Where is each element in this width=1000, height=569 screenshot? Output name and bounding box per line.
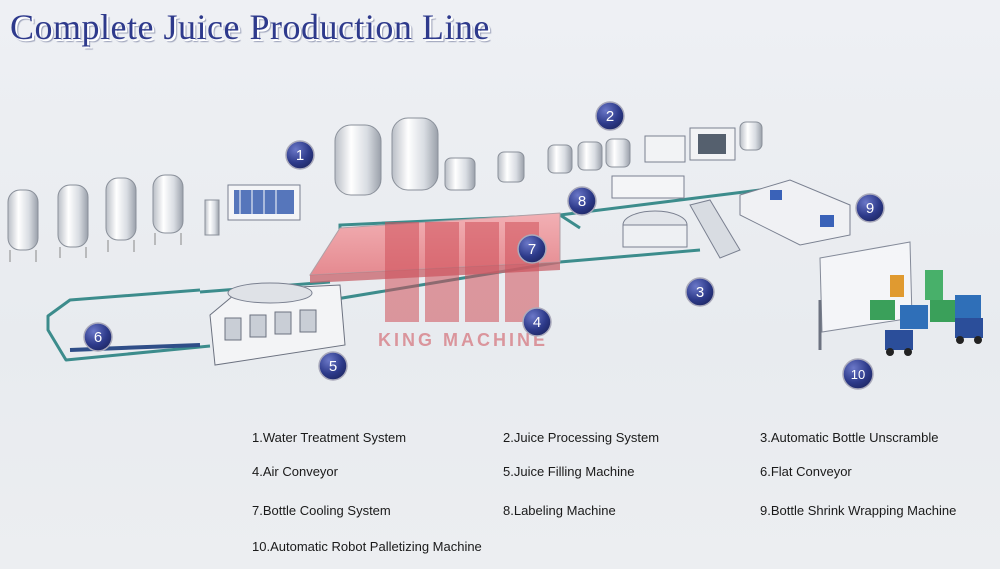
legend-item-3: 3.Automatic Bottle Unscramble [760,430,939,445]
svg-text:7: 7 [528,241,536,258]
forklift [955,318,983,344]
svg-text:1: 1 [296,147,304,164]
water-tank [152,174,184,245]
labeling-machine [622,210,688,248]
juice-processing-system [444,121,763,199]
filter-unit [204,199,220,236]
badge-9: 9 [855,193,885,223]
ro-unit [227,184,301,221]
svg-text:6: 6 [94,329,102,346]
svg-text:8: 8 [578,193,586,210]
flat-conveyor [46,288,211,362]
page-title: Complete Juice Production Line [10,7,490,47]
badge-4: 4 [522,307,552,337]
badge-10: 10 [842,358,874,390]
badge-2: 2 [595,101,625,131]
legend-item-7: 7.Bottle Cooling System [252,503,391,518]
bottle-unscrambler [689,199,741,259]
water-treatment-system [7,117,439,262]
shrink-wrapping-machine [739,179,851,246]
svg-text:4: 4 [533,314,541,331]
badge-5: 5 [318,351,348,381]
juice-filling-machine [209,282,346,366]
storage-tank [391,117,439,191]
forklift [885,330,913,356]
legend-item-6: 6.Flat Conveyor [760,464,852,479]
legend-item-1: 1.Water Treatment System [252,430,407,445]
svg-text:2: 2 [606,108,614,125]
svg-text:3: 3 [696,284,704,301]
legend-item-4: 4.Air Conveyor [252,464,338,479]
badge-1: 1 [285,140,315,170]
storage-tank [334,124,382,196]
water-tank [57,184,89,258]
watermark-brand: KING MACHINE [378,330,548,350]
robot-palletizing-area [818,241,983,356]
legend-item-2: 2.Juice Processing System [503,430,660,445]
svg-text:5: 5 [329,358,337,375]
badge-3: 3 [685,277,715,307]
legend-item-9: 9.Bottle Shrink Wrapping Machine [760,503,957,518]
legend-item-10: 10.Automatic Robot Palletizing Machine [252,539,482,554]
svg-text:9: 9 [866,200,874,217]
king-machine-watermark: KING MACHINE [378,222,548,350]
badge-6: 6 [83,322,113,352]
legend-item-8: 8.Labeling Machine [503,503,616,518]
svg-text:10: 10 [851,367,865,382]
water-tank [105,177,137,252]
badge-7: 7 [517,234,547,264]
badge-8: 8 [567,186,597,216]
water-tank [7,189,39,262]
legend-item-5: 5.Juice Filling Machine [503,464,635,479]
